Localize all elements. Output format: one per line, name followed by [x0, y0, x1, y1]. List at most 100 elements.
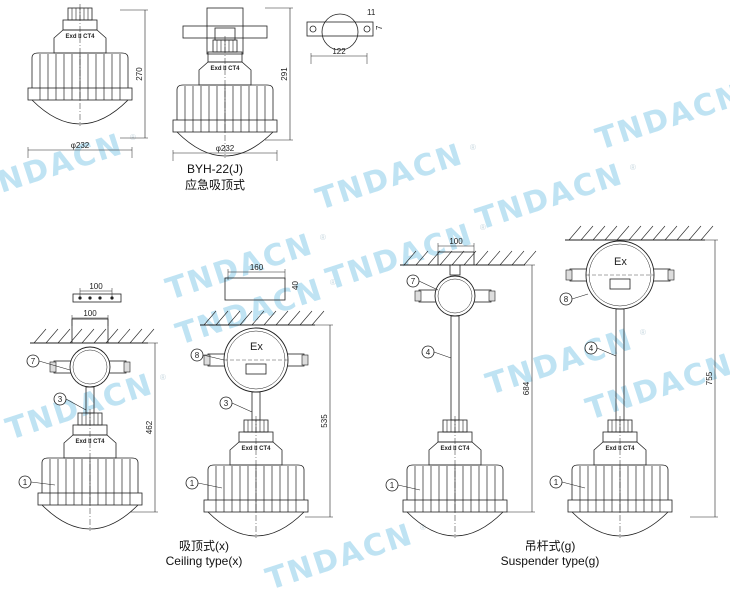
ceiling-hatch: [628, 225, 642, 241]
ceiling-hatch: [275, 310, 289, 326]
junction-box: [69, 346, 111, 388]
callout-leader: [571, 293, 589, 300]
ceiling-hatch: [251, 310, 265, 326]
mount-neck: [449, 264, 461, 276]
ceiling-hatch: [33, 328, 47, 344]
ceiling-title-cn: 吸顶式(x): [179, 539, 229, 553]
plate-hole: [98, 296, 102, 300]
lamp-body: Exd II CT4: [172, 36, 278, 158]
callout-circle: [406, 274, 420, 288]
ceiling-hatch: [81, 328, 95, 344]
ex-marking: Exd II CT4: [440, 446, 470, 452]
ex-marking: Exd II CT4: [75, 439, 105, 445]
ex-marking: Exd II CT4: [241, 446, 271, 452]
mount-plate: [224, 277, 286, 301]
callout-number: 4: [426, 348, 431, 357]
ceiling-hatch: [475, 250, 489, 266]
cable-gland: [49, 361, 57, 373]
height-dim-label: 291: [280, 67, 289, 81]
ceiling-hatch: [439, 250, 453, 266]
ex-mark: Ex: [250, 341, 263, 353]
nameplate-window: [245, 363, 267, 375]
suspender-title-cn: 吊杆式(g): [524, 539, 576, 553]
callout-leader: [65, 398, 87, 411]
registered-mark: ®: [130, 133, 136, 142]
glass-dome: [406, 511, 504, 537]
ceiling-hatch: [403, 250, 417, 266]
ceiling-hatch: [676, 225, 690, 241]
hole-label: 7: [375, 25, 384, 30]
cable-gland: [488, 290, 496, 302]
bracket-hole: [309, 25, 317, 33]
callout-circle: [559, 292, 573, 306]
registered-mark: ®: [640, 328, 646, 337]
ceiling-hatch: [640, 225, 654, 241]
callout-leader: [561, 481, 586, 489]
suspension-rod: [450, 315, 460, 421]
callout-circle: [190, 348, 204, 362]
diameter-dim-label: φ232: [71, 141, 90, 150]
ex-marking: Exd II CT4: [210, 66, 240, 72]
junction-box-rim: [437, 278, 473, 314]
callout-circle: [53, 392, 67, 406]
callout-circle: [421, 345, 435, 359]
registered-mark: ®: [480, 223, 486, 232]
callout-number: 3: [224, 399, 229, 408]
cable-gland: [301, 354, 309, 366]
registered-mark: ®: [470, 143, 476, 152]
suspension-rod: [615, 308, 625, 421]
height-dim-label: 755: [705, 371, 714, 385]
suspender-title-en: Suspender type(g): [500, 554, 600, 568]
ceiling-hatch: [263, 310, 277, 326]
clamp-bracket: [306, 21, 374, 37]
glass-dome: [41, 504, 139, 530]
ceiling-hatch: [511, 250, 525, 266]
callout-leader: [202, 354, 225, 361]
callout-circle: [18, 475, 32, 489]
callout-leader: [397, 484, 421, 491]
ceiling-hatch: [580, 225, 594, 241]
ceiling-hatch: [215, 310, 229, 326]
registered-mark: ®: [630, 163, 636, 172]
junction-box: [434, 275, 476, 317]
model-subtitle: 应急吸顶式: [184, 178, 245, 192]
cable-gland: [123, 361, 131, 373]
slot-label: 11: [367, 8, 376, 17]
mount-width-dim-label: 100: [83, 309, 97, 318]
plate-height-label: 40: [291, 281, 300, 290]
ceiling-mount-block: [437, 251, 475, 266]
cable-gland: [414, 290, 422, 302]
callout-number: 7: [411, 277, 416, 286]
callout-leader: [433, 351, 452, 359]
suspender-caption: 吊杆式(g) Suspender type(g): [470, 537, 630, 568]
callout-circle: [584, 341, 598, 355]
ceiling-hatch: [415, 250, 429, 266]
callout-number: 8: [564, 295, 569, 304]
plate-width-dim-label: 160: [250, 263, 264, 272]
ceiling-caption: 吸顶式(x) Ceiling type(x): [124, 537, 284, 568]
glass-dome: [207, 511, 305, 537]
callout-number: 4: [589, 344, 594, 353]
callout-leader: [197, 482, 223, 489]
ceiling-hatch: [700, 225, 714, 241]
ceiling-title-en: Ceiling type(x): [165, 554, 243, 568]
nameplate-window: [609, 278, 631, 290]
diameter-dim-label: φ232: [216, 144, 235, 153]
callout-circle: [549, 475, 563, 489]
ceiling-hatch: [299, 310, 313, 326]
glass-dome: [176, 131, 274, 157]
callout-circle: [219, 396, 233, 410]
plate-width-dim-label: 100: [89, 282, 103, 291]
callout-circle: [385, 478, 399, 492]
junction-box-rim: [72, 349, 108, 385]
callout-leader: [418, 280, 439, 291]
ceiling-hatch: [487, 250, 501, 266]
ceiling-hatch: [287, 310, 301, 326]
mount-width-dim-label: 100: [449, 237, 463, 246]
cable-gland: [203, 354, 211, 366]
ceiling-mount-block: [71, 318, 109, 344]
callout-leader: [596, 347, 617, 357]
glass-dome: [571, 511, 669, 537]
